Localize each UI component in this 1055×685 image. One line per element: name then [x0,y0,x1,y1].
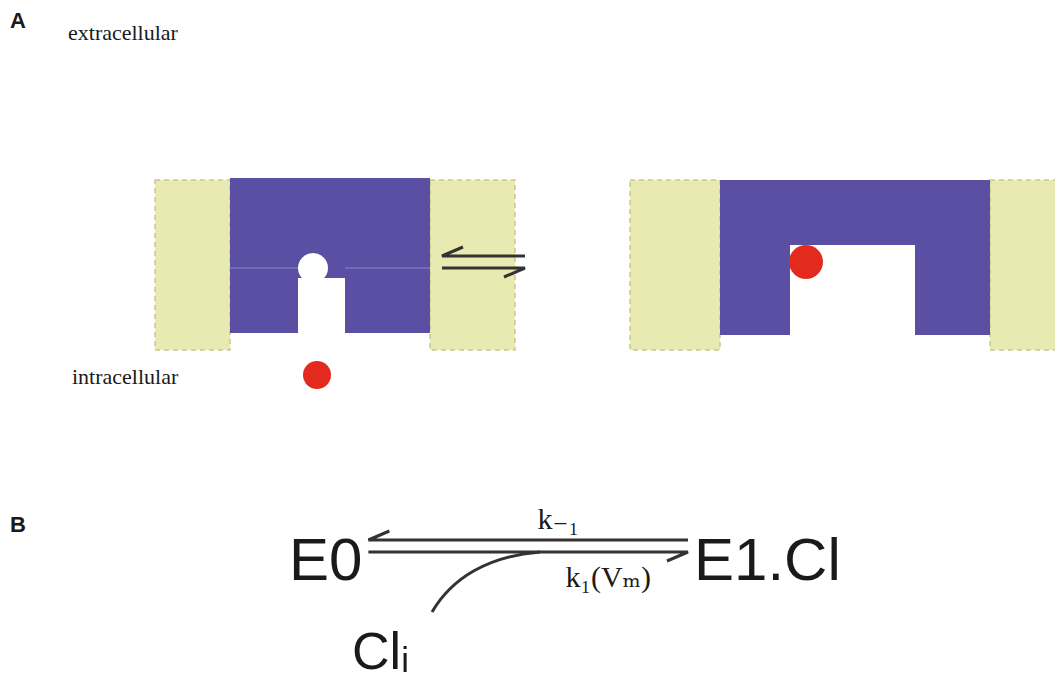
panel-letter: A [10,8,26,33]
membrane [990,180,1055,350]
rate-constant: k₋₁ [535,502,582,537]
region-label: extracellular [68,20,178,45]
membrane [155,180,230,350]
subunit-line [345,267,430,269]
chloride-ion [789,245,823,279]
substrate-label: Clᵢ [352,622,409,682]
equilibrium-arrow [442,268,525,277]
region-label: intracellular [72,364,178,389]
binding-cavity [790,245,915,336]
membrane [430,180,515,350]
state-name: E1.Cl [694,527,841,593]
rate-constant: k₁(Vₘ) [562,560,654,595]
panel-letter: B [10,512,26,537]
equilibrium-arrow [442,247,525,256]
substrate-binding-curve [432,552,540,612]
binding-cavity [298,253,328,283]
membrane [630,180,720,350]
chloride-ion [303,361,331,389]
transporter-protein [720,180,990,335]
state-name: E0 [289,527,362,593]
state-node: E0 [283,523,368,597]
subunit-line [230,267,298,269]
state-node: E1.Cl [688,523,847,597]
rate-arrow [368,531,688,540]
transporter-protein [230,178,430,333]
binding-cavity [298,278,345,334]
